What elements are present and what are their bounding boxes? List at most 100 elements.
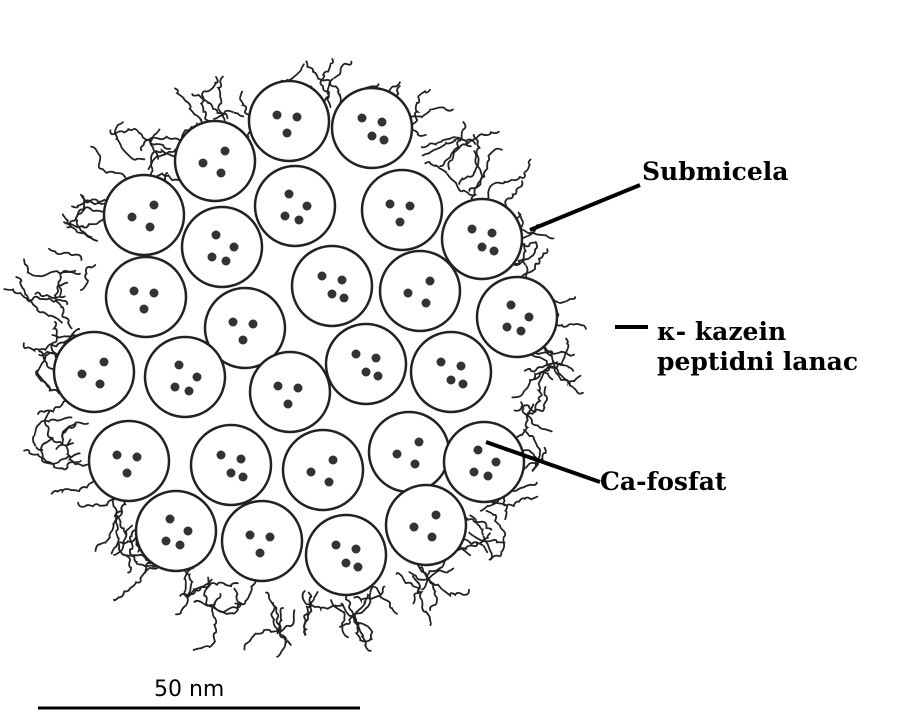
kappa-casein-chain: [409, 569, 453, 580]
ca-phosphate-dot: [393, 450, 402, 459]
submicelle-circle: [89, 421, 169, 501]
ca-phosphate-dot: [212, 231, 221, 240]
kappa-casein-chain: [24, 259, 75, 276]
ca-phosphate-dot: [140, 305, 149, 314]
ca-phosphate-dot: [517, 327, 526, 336]
ca-phosphate-dot: [447, 376, 456, 385]
submicelle: [191, 425, 271, 505]
ca-phosphate-dot: [285, 190, 294, 199]
ca-phosphate-dot: [325, 478, 334, 487]
ca-phosphate-dot: [294, 384, 303, 393]
submicelle-circle: [283, 430, 363, 510]
ca-phosphate-dot: [185, 387, 194, 396]
ca-phosphate-dot: [123, 469, 132, 478]
ca-phosphate-dot: [328, 290, 337, 299]
ca-phosphate-dot: [281, 212, 290, 221]
ca-phosphate-dot: [175, 361, 184, 370]
ca-phosphate-dot: [422, 299, 431, 308]
submicelle-circle: [250, 352, 330, 432]
ca-phosphate-dot: [176, 541, 185, 550]
submicelle-circle: [175, 121, 255, 201]
ca-phosphate-dot: [239, 336, 248, 345]
ca-phosphate-dot: [150, 201, 159, 210]
submicelle-circle: [477, 277, 557, 357]
ca-phosphate-dot: [130, 287, 139, 296]
submicelle: [332, 88, 412, 168]
submicelle-circle: [380, 251, 460, 331]
kappa-casein-chain: [534, 351, 575, 355]
ca-phosphate-dot: [342, 559, 351, 568]
ca-phosphate-dot: [217, 169, 226, 178]
ca-phosphate-dot: [352, 350, 361, 359]
submicelle-circle: [136, 491, 216, 571]
kappa-casein-chain: [201, 77, 218, 127]
kappa-casein-chain: [24, 450, 81, 470]
submicelle-circle: [306, 515, 386, 595]
submicelle-circle: [369, 412, 449, 492]
submicelle: [386, 485, 466, 565]
submicelle: [175, 121, 255, 201]
submicelle: [106, 257, 186, 337]
ca-phosphate-dot: [162, 537, 171, 546]
ca-phosphate-dot: [329, 456, 338, 465]
ca-phosphate-dot: [221, 147, 230, 156]
ca-phosphate-dot: [374, 372, 383, 381]
ca-phosphate-dot: [396, 218, 405, 227]
ca-phosphate-dot: [426, 277, 435, 286]
ca-phosphate-dot: [428, 533, 437, 542]
ca-phosphate-dot: [525, 313, 534, 322]
submicelle-circle: [362, 170, 442, 250]
ca-phosphate-dot: [237, 455, 246, 464]
ca-phosphate-dot: [193, 373, 202, 382]
scale-bar-label: 50 nm: [154, 677, 224, 702]
ca-phosphate-dot: [332, 541, 341, 550]
kappa-casein-chain: [115, 122, 145, 160]
submicelle: [444, 422, 524, 502]
ca-phosphate-dot: [78, 370, 87, 379]
submicelle-circle: [182, 207, 262, 287]
submicelle: [249, 81, 329, 161]
ca-phosphate-dot: [432, 511, 441, 520]
submicela-pointer-line: [530, 185, 640, 230]
ca-phosphate-dot: [166, 515, 175, 524]
ca-fosfat-label: Ca-fosfat: [600, 468, 726, 497]
submicelle: [326, 324, 406, 404]
submicelle: [145, 337, 225, 417]
ca-phosphate-dot: [507, 301, 516, 310]
ca-phosphate-dot: [411, 460, 420, 469]
ca-phosphate-dot: [488, 229, 497, 238]
ca-phosphate-dot: [266, 533, 275, 542]
ca-phosphate-dot: [96, 380, 105, 389]
kappa-casein-chain: [397, 573, 431, 625]
kappa-casein-chain: [515, 404, 533, 438]
ca-phosphate-dot: [229, 318, 238, 327]
ca-phosphate-dot: [284, 400, 293, 409]
ca-phosphate-dot: [459, 380, 468, 389]
ca-phosphate-dot: [386, 200, 395, 209]
ca-phosphate-dot: [380, 136, 389, 145]
submicelle: [477, 277, 557, 357]
submicelle: [255, 166, 335, 246]
ca-phosphate-dot: [239, 473, 248, 482]
ca-phosphate-dot: [217, 451, 226, 460]
submicelle: [380, 251, 460, 331]
ca-phosphate-dot: [128, 213, 137, 222]
submicelle-circle: [255, 166, 335, 246]
ca-phosphate-dot: [338, 276, 347, 285]
submicelle-circle: [106, 257, 186, 337]
ca-phosphate-dot: [368, 132, 377, 141]
submicelle: [250, 352, 330, 432]
kappa-casein-chain: [423, 139, 471, 156]
submicelle-circle: [326, 324, 406, 404]
kappa-casein-chain: [469, 149, 502, 191]
kappa-casein-chain: [49, 249, 81, 260]
ca-phosphate-dot: [484, 472, 493, 481]
ca-phosphate-dot: [249, 320, 258, 329]
submicelle-circle: [292, 246, 372, 326]
ca-phosphate-dot: [490, 247, 499, 256]
ca-phosphate-dot: [503, 323, 512, 332]
ca-phosphate-dot: [358, 114, 367, 123]
ca-phosphate-dot: [208, 253, 217, 262]
ca-phosphate-dot: [222, 257, 231, 266]
ca-phosphate-dot: [362, 368, 371, 377]
